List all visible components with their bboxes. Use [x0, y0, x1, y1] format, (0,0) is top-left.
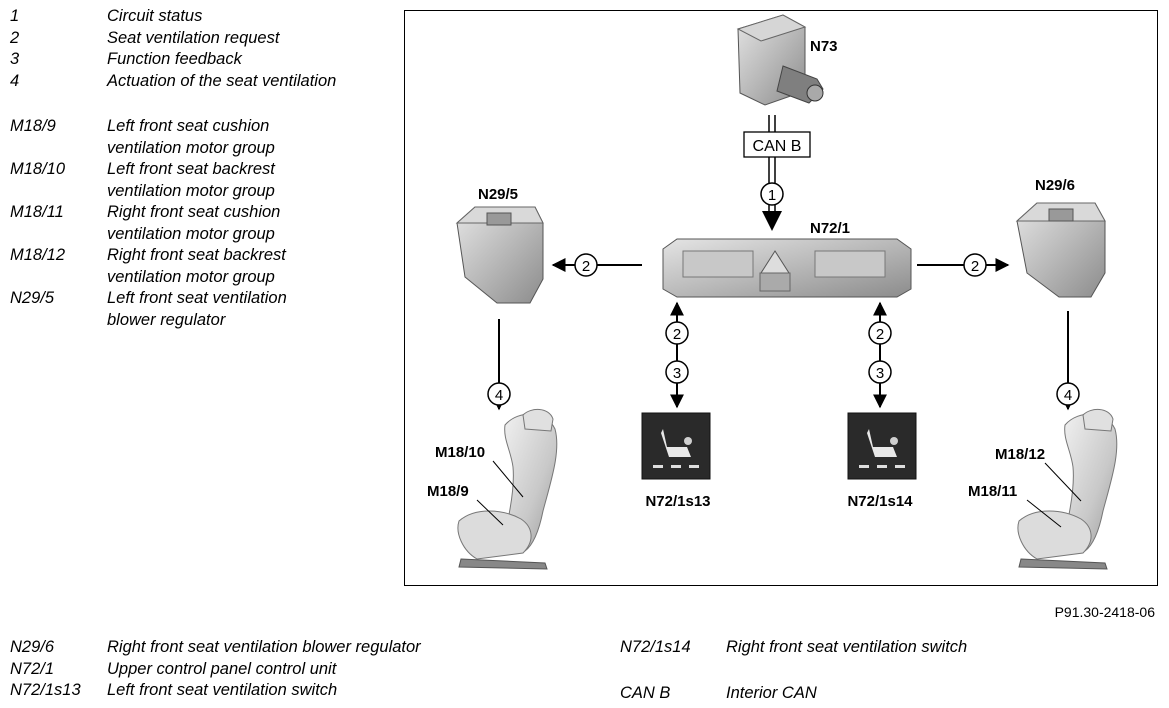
label-n73: N73 — [810, 38, 838, 55]
callout-2-circle — [665, 321, 689, 345]
can-b-box — [743, 131, 811, 158]
callout-2: 2 — [673, 326, 681, 343]
label-m18-9: M18/9 — [427, 483, 469, 500]
function-diagram: N73 CAN B 1 N72/1 2 2 N29/5 — [427, 14, 1118, 570]
leader-m18-12 — [1044, 462, 1082, 502]
callout-3-circle — [868, 360, 892, 384]
callout-4-circle — [1056, 382, 1080, 406]
ignition-switch-n73-icon — [736, 14, 824, 106]
callout-2-circle — [574, 253, 598, 277]
callout-4-circle — [487, 382, 511, 406]
label-can-b: CAN B — [753, 138, 802, 155]
blower-regulator-n29-5-icon — [455, 206, 544, 304]
callout-1: 1 — [768, 187, 776, 204]
callout-4: 4 — [495, 387, 503, 404]
seat-ventilation-switch-s14-icon — [847, 412, 917, 480]
diagram-frame: N73 CAN B 1 N72/1 2 2 N29/5 — [404, 10, 1158, 586]
left-seat-icon — [457, 409, 558, 570]
leader-m18-10 — [492, 460, 524, 498]
callout-4: 4 — [1064, 387, 1072, 404]
callout-1-circle — [760, 182, 784, 206]
control-panel-n72-1-icon — [662, 238, 912, 298]
label-n72-1: N72/1 — [810, 220, 850, 237]
callout-2-circle — [868, 321, 892, 345]
label-n29-5: N29/5 — [478, 186, 518, 203]
can-arrowhead — [762, 211, 782, 231]
label-m18-12: M18/12 — [995, 446, 1045, 463]
callout-2-circle — [963, 253, 987, 277]
blower-regulator-n29-6-icon — [1015, 202, 1106, 298]
seat-ventilation-switch-s13-icon — [641, 412, 711, 480]
leader-m18-9 — [476, 499, 504, 526]
callout-3: 3 — [673, 365, 681, 382]
label-n29-6: N29/6 — [1035, 177, 1075, 194]
label-m18-10: M18/10 — [435, 444, 485, 461]
callout-3: 3 — [876, 365, 884, 382]
label-m18-11: M18/11 — [968, 483, 1017, 500]
callout-2: 2 — [876, 326, 884, 343]
label-s13: N72/1s13 — [645, 493, 710, 510]
right-seat-icon — [1017, 409, 1118, 570]
label-s14: N72/1s14 — [847, 493, 913, 510]
callout-2: 2 — [582, 258, 590, 275]
callout-3-circle — [665, 360, 689, 384]
figure-reference: P91.30-2418-06 — [1054, 604, 1155, 620]
leader-m18-11 — [1026, 499, 1062, 528]
callout-2: 2 — [971, 258, 979, 275]
